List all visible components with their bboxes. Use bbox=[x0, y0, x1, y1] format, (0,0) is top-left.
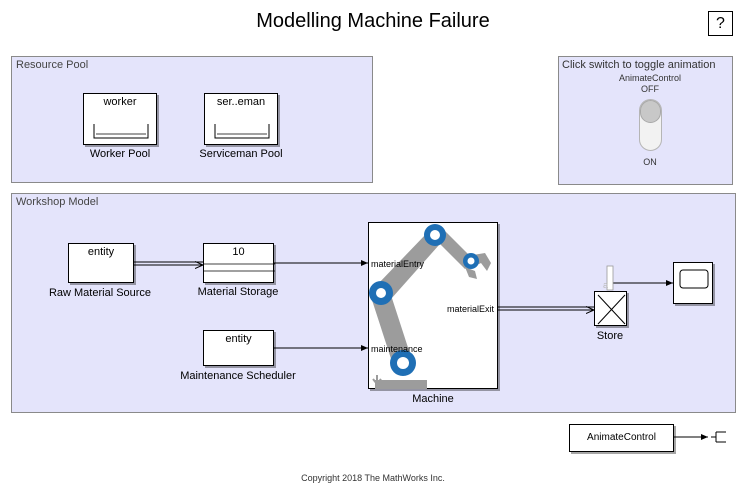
animate-control-block[interactable]: AnimateControl bbox=[569, 424, 674, 452]
page-title: Modelling Machine Failure bbox=[256, 10, 490, 32]
toggle-switch-icon bbox=[639, 99, 662, 151]
maintenance-scheduler-block[interactable]: entity bbox=[203, 330, 274, 366]
serviceman-pool-block-text: ser..eman bbox=[216, 96, 266, 108]
resource-pool-area: Resource Pool bbox=[11, 56, 373, 183]
raw-material-source-text: entity bbox=[87, 246, 115, 258]
raw-material-source-block[interactable]: entity bbox=[68, 243, 134, 283]
scope-block[interactable] bbox=[673, 262, 713, 304]
machine-caption: Machine bbox=[412, 393, 454, 405]
animation-toggle-label: Click switch to toggle animation bbox=[562, 59, 716, 71]
worker-pool-block-text: worker bbox=[103, 96, 137, 108]
worker-pool-caption: Worker Pool bbox=[89, 148, 151, 160]
material-storage-caption: Material Storage bbox=[197, 286, 279, 298]
material-storage-block[interactable]: 10 bbox=[203, 243, 275, 283]
serviceman-pool-block[interactable]: ser..eman bbox=[204, 93, 278, 145]
machine-port-material-entry: materialEntry bbox=[371, 259, 425, 269]
store-caption: Store bbox=[596, 330, 624, 342]
material-storage-capacity: 10 bbox=[232, 246, 245, 258]
toggle-switch[interactable] bbox=[639, 99, 662, 151]
help-button[interactable]: ? bbox=[708, 11, 733, 36]
copyright-text: Copyright 2018 The MathWorks Inc. bbox=[301, 473, 445, 483]
store-block[interactable] bbox=[594, 291, 627, 326]
maintenance-scheduler-caption: Maintenance Scheduler bbox=[180, 370, 296, 382]
animate-control-name: AnimateControl bbox=[618, 73, 682, 83]
machine-block[interactable]: materialEntry maintenance materialExit bbox=[368, 222, 498, 389]
raw-material-source-caption: Raw Material Source bbox=[48, 287, 152, 299]
workshop-model-label: Workshop Model bbox=[16, 196, 99, 208]
resource-pool-label: Resource Pool bbox=[16, 59, 89, 71]
store-port-a: a bbox=[603, 280, 609, 290]
animate-control-block-text: AnimateControl bbox=[587, 432, 656, 443]
machine-port-material-exit: materialExit bbox=[446, 304, 494, 314]
maintenance-scheduler-text: entity bbox=[225, 333, 252, 345]
serviceman-pool-caption: Serviceman Pool bbox=[199, 148, 283, 160]
queue-tray-icon bbox=[93, 124, 149, 139]
worker-pool-block[interactable]: worker bbox=[83, 93, 157, 145]
robot-arm-icon bbox=[369, 224, 491, 389]
sink-x-icon bbox=[597, 294, 626, 325]
toggle-on-label: ON bbox=[643, 157, 657, 167]
scope-display-icon bbox=[679, 269, 709, 289]
toggle-off-label: OFF bbox=[641, 84, 659, 94]
queue-tray-icon bbox=[214, 124, 270, 139]
machine-port-maintenance: maintenance bbox=[371, 344, 423, 354]
storage-queue-icon bbox=[204, 263, 275, 272]
